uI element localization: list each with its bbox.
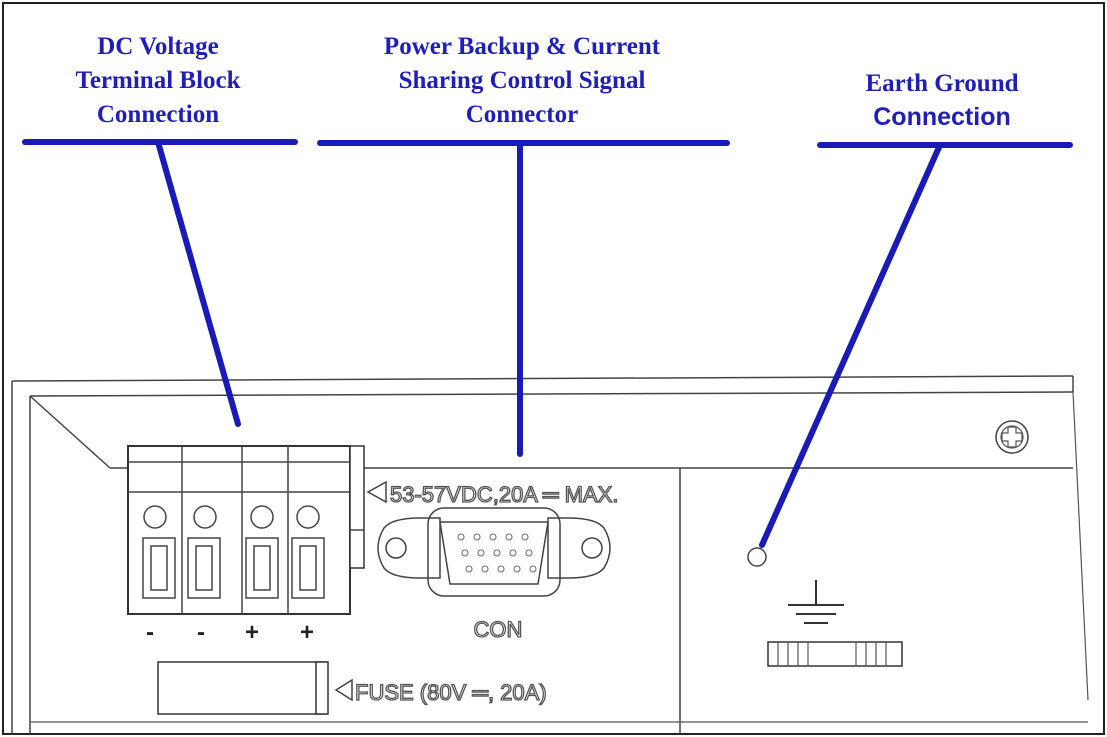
terminal-block: - - + + [127, 445, 365, 646]
device-panel: - - + + 53-57VDC,20A ═ MAX. CON [11, 375, 1089, 734]
polarity-mark: - [146, 619, 154, 646]
fuse-holder [157, 661, 329, 715]
ground-hole [747, 547, 767, 567]
callout-earth-ground: Earth Ground Connection [865, 70, 1018, 131]
rating-arrow-icon [366, 480, 387, 504]
polarity-mark: - [197, 619, 205, 646]
callout-earth-ground-line-2: Connection [873, 103, 1011, 131]
connector-label: CON [474, 617, 523, 642]
polarity-mark: + [245, 619, 259, 646]
leader-pointer-ground [759, 142, 943, 548]
voltage-rating-label: 53-57VDC,20A ═ MAX. [390, 482, 618, 507]
callout-dc-voltage-line-2: Terminal Block [75, 67, 240, 94]
earth-ground-icon [788, 580, 844, 624]
callout-earth-ground-line-1: Earth Ground [865, 70, 1018, 97]
fuse-arrow-icon [334, 678, 353, 702]
screw-icon [995, 420, 1029, 454]
callout-dc-voltage-line-3: Connection [97, 101, 219, 128]
callout-power-backup-line-2: Sharing Control Signal [399, 67, 646, 94]
vent-slot [767, 641, 903, 667]
leader-lines [22, 139, 1073, 548]
callout-dc-voltage: DC Voltage Terminal Block Connection [75, 33, 240, 128]
db15-connector [377, 507, 611, 597]
polarity-mark: + [300, 619, 314, 646]
callout-power-backup-line-1: Power Backup & Current [384, 33, 661, 60]
fuse-label: FUSE (80V ═, 20A) [355, 680, 547, 705]
leader-pointer-dc [155, 139, 241, 427]
callout-power-backup: Power Backup & Current Sharing Control S… [384, 33, 661, 128]
callout-dc-voltage-line-1: DC Voltage [97, 33, 219, 60]
callout-power-backup-line-3: Connector [466, 101, 578, 128]
